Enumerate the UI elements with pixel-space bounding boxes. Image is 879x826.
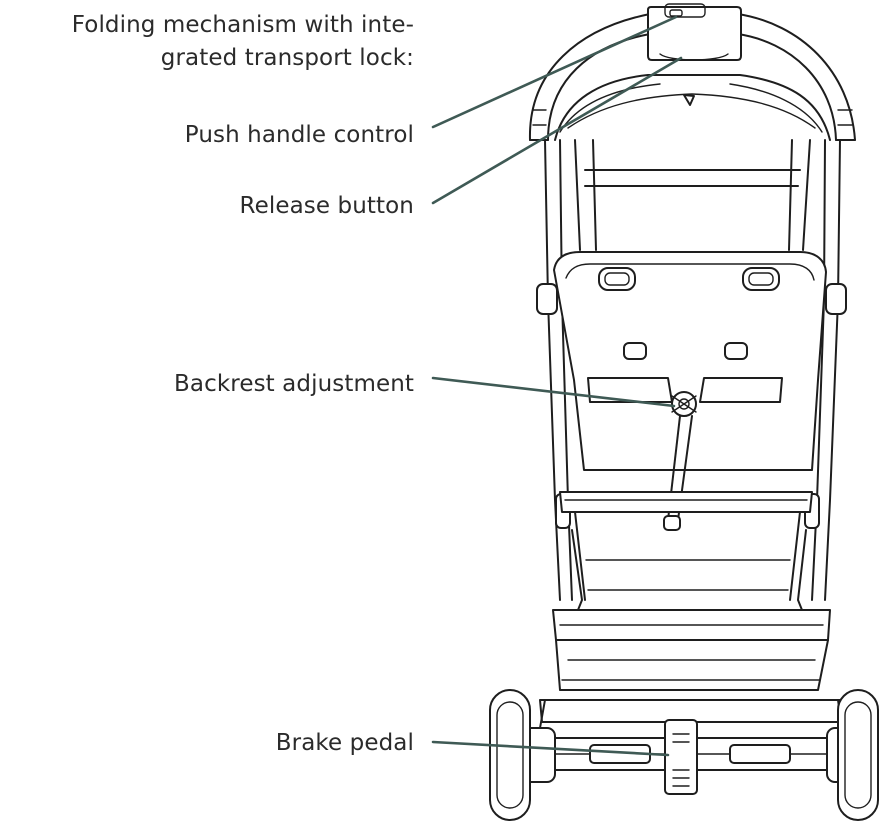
handle-control-box	[647, 3, 742, 61]
leader-release-button	[431, 56, 683, 205]
leader-brake-pedal	[431, 740, 670, 757]
label-folding-mechanism: Folding mechanism with inte- grated tran…	[72, 9, 414, 75]
label-release-button: Release button	[239, 193, 414, 219]
leader-backrest-adjustment	[431, 376, 676, 408]
leader-folding-mechanism	[431, 15, 678, 129]
label-push-handle-control: Push handle control	[184, 122, 414, 148]
leader-lines	[431, 15, 683, 757]
label-folding-mechanism-line-1: Folding mechanism with inte-	[71, 12, 414, 38]
footrest	[552, 609, 831, 691]
wheel-left	[489, 689, 531, 821]
label-backrest-adjustment: Backrest adjustment	[174, 371, 414, 397]
brake-pedal	[664, 719, 698, 795]
label-folding-mechanism-line-2: grated transport lock:	[160, 45, 414, 71]
wheel-right	[837, 689, 879, 821]
label-brake-pedal: Brake pedal	[275, 730, 414, 756]
backrest	[553, 251, 827, 531]
canopy	[554, 74, 831, 141]
seat	[559, 491, 813, 601]
rear-axle	[516, 699, 866, 783]
